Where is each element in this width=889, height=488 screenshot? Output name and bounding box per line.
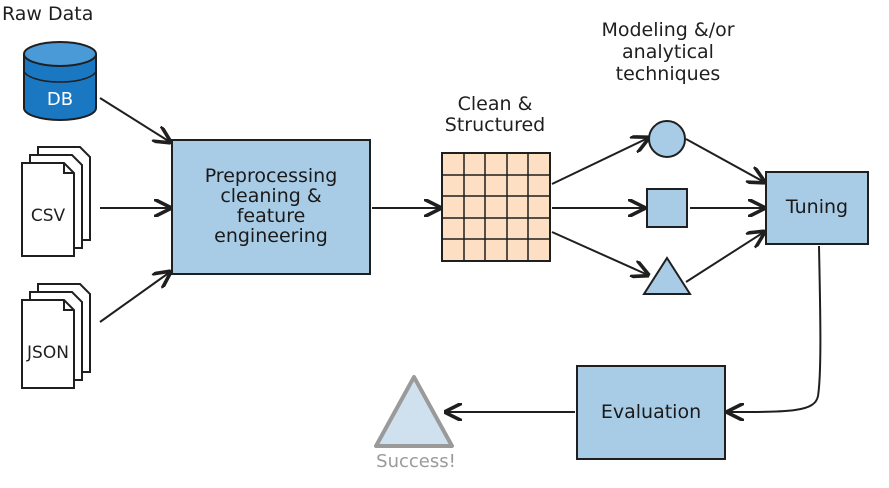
preprocessing-label: Preprocessing cleaning & feature enginee…: [204, 165, 338, 247]
arrow-circle-to-tuning: [685, 138, 764, 182]
arrow-grid-to-circle: [551, 138, 648, 185]
arrow-json-to-preprocessing: [99, 272, 170, 323]
raw-data-label: Raw Data: [2, 3, 94, 25]
csv-label: CSV: [30, 206, 66, 226]
clean-structured-label: Clean & Structured: [444, 93, 546, 136]
model-square-shape: [646, 188, 688, 228]
json-label: JSON: [27, 343, 69, 363]
evaluation-label: Evaluation: [600, 400, 702, 423]
arrow-db-to-preprocessing: [99, 97, 170, 142]
tuning-label: Tuning: [785, 196, 849, 219]
arrow-triangle-to-tuning: [685, 232, 764, 283]
structured-data-grid: [441, 152, 551, 262]
modeling-label: Modeling &/or analytical techniques: [601, 19, 735, 85]
success-label: Success!: [376, 451, 456, 472]
db-cylinder-icon: [23, 41, 97, 121]
evaluation-box: [576, 365, 726, 460]
db-label: DB: [46, 89, 74, 110]
arrow-grid-to-triangle: [551, 231, 648, 275]
arrow-tuning-to-evaluation: [728, 245, 822, 412]
csv-document-stack-icon: [21, 146, 91, 257]
model-triangle-shape: [642, 256, 692, 295]
json-document-stack-icon: [21, 283, 91, 389]
tuning-box: [765, 171, 869, 245]
success-triangle-shape: [374, 375, 454, 448]
preprocessing-box: [171, 139, 371, 275]
model-circle-shape: [648, 120, 686, 158]
